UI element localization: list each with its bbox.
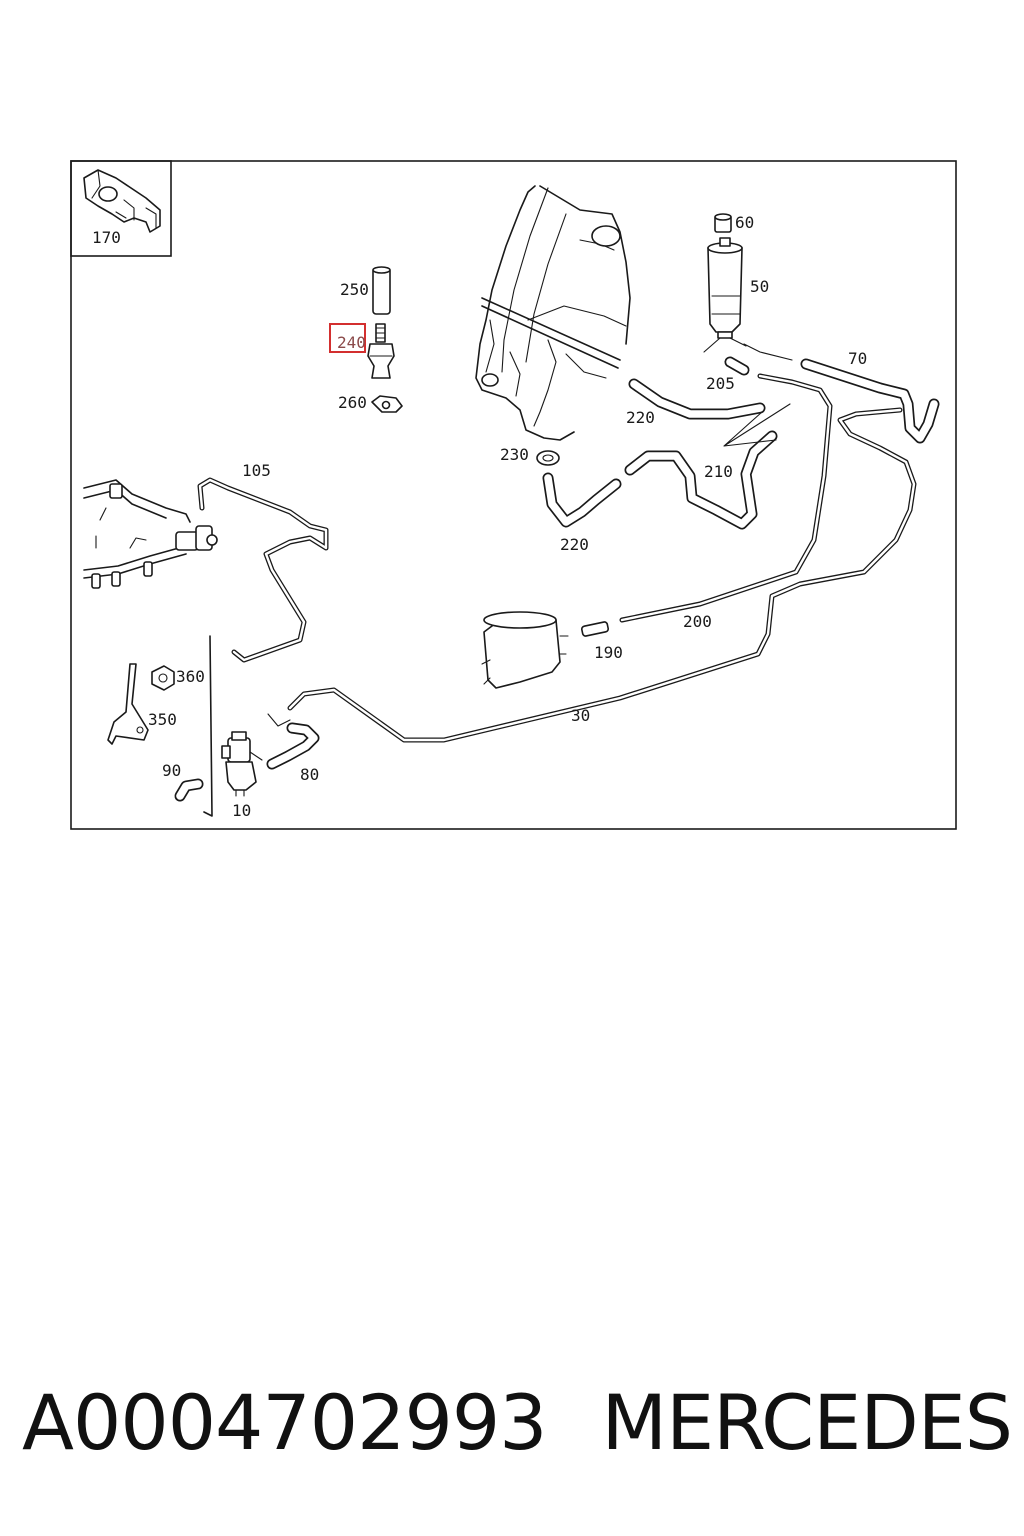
valve-10-drawing <box>221 731 263 797</box>
callout-350: 350 <box>148 710 177 729</box>
separator-line <box>203 635 213 817</box>
callout-190: 190 <box>594 643 623 662</box>
callout-220-lower: 220 <box>560 535 589 554</box>
pipe-network <box>197 343 917 743</box>
callout-30: 30 <box>571 706 590 725</box>
inset-box <box>70 160 172 257</box>
rail-drawing <box>83 479 218 589</box>
caption: A0004702993 MERCEDES <box>22 1372 1013 1472</box>
callout-10: 10 <box>232 801 251 820</box>
callout-230: 230 <box>500 445 529 464</box>
parts-250-240-260-drawing <box>367 266 403 413</box>
callout-90: 90 <box>162 761 181 780</box>
callout-240: 240 <box>337 333 366 352</box>
callout-260: 260 <box>338 393 367 412</box>
brand-name: MERCEDES <box>601 1377 1013 1467</box>
callout-250: 250 <box>340 280 369 299</box>
part-number: A0004702993 <box>22 1377 548 1467</box>
callout-360: 360 <box>176 667 205 686</box>
callout-60: 60 <box>735 213 754 232</box>
callout-205: 205 <box>706 374 735 393</box>
highlight-box-240 <box>329 323 366 353</box>
callout-220-upper: 220 <box>626 408 655 427</box>
filter-50-60-drawing <box>703 213 747 353</box>
clip-170-drawing <box>83 169 161 233</box>
leader-210 <box>723 403 791 447</box>
canister-drawing <box>481 611 569 689</box>
callout-170: 170 <box>92 228 121 247</box>
hoses <box>174 356 940 802</box>
callout-70: 70 <box>848 349 867 368</box>
callout-50: 50 <box>750 277 769 296</box>
diagram-frame <box>70 160 957 830</box>
clamp-230-drawing <box>536 450 560 466</box>
parts-diagram: 170 60 250 50 240 70 205 260 220 230 105… <box>70 160 957 830</box>
callout-80: 80 <box>300 765 319 784</box>
callout-105: 105 <box>242 461 271 480</box>
fuel-tank-drawing <box>475 185 631 441</box>
callout-200: 200 <box>683 612 712 631</box>
connector-190-drawing <box>581 621 609 637</box>
callout-210: 210 <box>704 462 733 481</box>
bracket-350-drawing <box>107 663 175 745</box>
